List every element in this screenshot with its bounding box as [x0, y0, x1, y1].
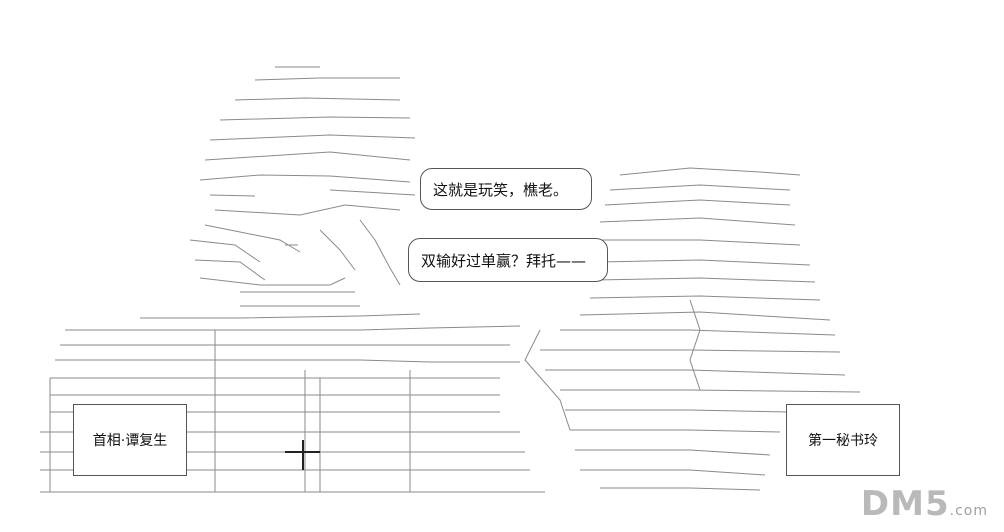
speech-bubble-bottom-text: 双输好过单赢？拜托——	[421, 251, 587, 270]
speech-bubble-top: 这就是玩笑，樵老。	[420, 168, 592, 210]
speech-bubble-bottom: 双输好过单赢？拜托——	[408, 238, 608, 282]
name-label-right-text: 第一秘书玲	[808, 433, 878, 449]
name-label-left-text: 首相·谭复生	[92, 433, 168, 449]
watermark-suffix: .com	[949, 503, 988, 519]
site-watermark: DM5.com	[861, 484, 988, 524]
right-figure	[524, 167, 861, 491]
left-figure-face	[189, 219, 401, 286]
speech-bubble-top-text: 这就是玩笑，樵老。	[433, 180, 569, 199]
name-label-right: 第一秘书玲	[786, 404, 900, 476]
watermark-brand: DM5	[860, 484, 950, 524]
left-figure-hair	[199, 66, 416, 216]
name-label-left: 首相·谭复生	[73, 404, 187, 476]
